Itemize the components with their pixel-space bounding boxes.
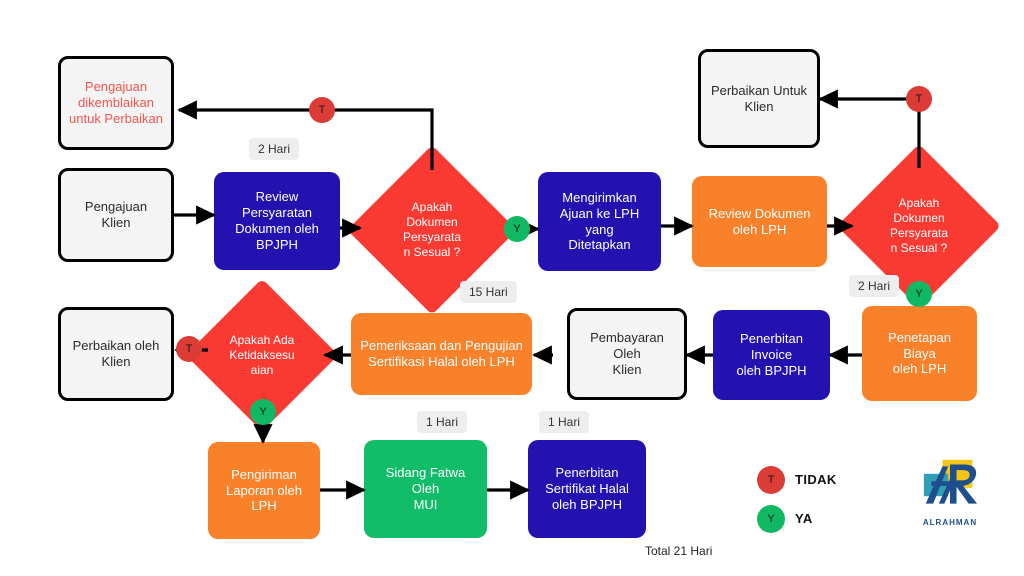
node-label: Penerbitan Invoice oleh BPJPH (736, 331, 807, 378)
node-label: Review Dokumen oleh LPH (708, 205, 811, 237)
node-mengirimkan-ajuan-ke-lph[interactable]: Mengirimkan Ajuan ke LPH yang Ditetapkan (538, 172, 661, 271)
edge-diamond1-no-to-dikembalikan (177, 100, 434, 170)
badge-tidak-2[interactable]: T (906, 86, 932, 112)
node-review-dokumen-oleh-lph[interactable]: Review Dokumen oleh LPH (692, 176, 827, 267)
node-label: Penetapan Biaya oleh LPH (888, 329, 951, 377)
decision-label: Apakah Dokumen Persyarata n Sesual ? (889, 196, 949, 255)
node-label: Mengirimkan Ajuan ke LPH yang Ditetapkan (559, 189, 640, 253)
node-review-persyaratan-dokumen-bpjph[interactable]: Review Persyaratan Dokumen oleh BPJPH (214, 172, 340, 270)
badge-ya-1[interactable]: Y (504, 216, 530, 242)
badge-label: Y (513, 223, 521, 235)
day-label-text: 1 Hari (548, 415, 581, 429)
legend-label-ya: YA (795, 511, 813, 526)
day-label-text: 1 Hari (426, 415, 459, 429)
legend-label-tidak: TIDAK (795, 472, 837, 487)
node-label: Perbaikan oleh Klien (72, 338, 160, 369)
node-label: Pengiriman Laporan oleh LPH (226, 466, 302, 514)
legend-text: TIDAK (795, 472, 837, 487)
decision-dokumen-persyaratan-sesuai-2[interactable]: Apakah Dokumen Persyarata n Sesual ? (836, 143, 1002, 309)
node-perbaikan-oleh-klien[interactable]: Perbaikan oleh Klien (58, 307, 174, 401)
legend-badge-tidak: T (757, 466, 785, 494)
badge-label: T (318, 104, 326, 116)
node-penerbitan-invoice-bpjph[interactable]: Penerbitan Invoice oleh BPJPH (713, 310, 830, 400)
badge-ya-3[interactable]: Y (250, 399, 276, 425)
node-label: Sidang Fatwa Oleh MUI (385, 465, 466, 512)
alrahman-logo-mark (923, 459, 978, 504)
total-days-text: Total 21 Hari (645, 544, 713, 558)
node-penerbitan-sertifikat-halal-bpjph[interactable]: Penerbitan Sertifikat Halal oleh BPJPH (528, 440, 646, 538)
node-pemeriksaan-pengujian-sertifikasi[interactable]: Pemeriksaan dan Pengujian Sertifikasi Ha… (351, 313, 532, 395)
day-label-2-hari-2: 2 Hari (849, 275, 900, 297)
badge-tidak-3[interactable]: T (176, 336, 202, 362)
day-label-1-hari-2: 1 Hari (539, 411, 590, 433)
node-label: Review Persyaratan Dokumen oleh BPJPH (235, 189, 319, 252)
node-label: Pengajuan Klien (84, 199, 148, 230)
decision-dokumen-persyaratan-sesuai-1[interactable]: Apakah Dokumen Persyarata n Sesual ? (347, 145, 517, 315)
badge-label: Y (915, 288, 923, 300)
alrahman-logo: ALRAHMAN (908, 457, 992, 527)
badge-tidak-1[interactable]: T (309, 97, 335, 123)
node-label: Perbaikan Untuk Klien (710, 82, 808, 114)
node-penetapan-biaya-oleh-lph[interactable]: Penetapan Biaya oleh LPH (862, 306, 977, 401)
node-label: Pembayaran Oleh Klien (590, 330, 664, 377)
legend-text: YA (795, 511, 813, 526)
day-label-2-hari-1: 2 Hari (249, 138, 300, 160)
day-label-text: 15 Hari (469, 285, 508, 299)
day-label-15-hari: 15 Hari (460, 281, 517, 303)
badge-label: Y (259, 406, 267, 418)
node-pengajuan-dikembalikan[interactable]: Pengajuan dikemblaikan untuk Perbaikan (58, 56, 174, 150)
legend-badge-label: Y (767, 513, 775, 525)
badge-label: T (185, 343, 193, 355)
badge-ya-2[interactable]: Y (906, 281, 932, 307)
node-label: Penerbitan Sertifikat Halal oleh BPJPH (545, 465, 629, 512)
legend-badge-ya: Y (757, 505, 785, 533)
node-label: Pemeriksaan dan Pengujian Sertifikasi Ha… (360, 338, 523, 369)
node-pengiriman-laporan-oleh-lph[interactable]: Pengiriman Laporan oleh LPH (208, 442, 320, 539)
decision-label: Apakah Dokumen Persyarata n Sesual ? (402, 200, 462, 259)
legend-badge-label: T (767, 474, 775, 486)
day-label-text: 2 Hari (258, 142, 291, 156)
day-label-text: 2 Hari (858, 279, 891, 293)
day-label-1-hari-1: 1 Hari (417, 411, 468, 433)
alrahman-logo-text: ALRAHMAN (922, 518, 978, 527)
decision-apakah-ada-ketidaksesuaian[interactable]: Apakah Ada Ketidaksesu aian (185, 278, 339, 432)
node-pengajuan-klien[interactable]: Pengajuan Klien (58, 168, 174, 262)
node-perbaikan-untuk-klien[interactable]: Perbaikan Untuk Klien (698, 49, 820, 148)
total-days-label: Total 21 Hari (645, 544, 712, 558)
node-pembayaran-oleh-klien[interactable]: Pembayaran Oleh Klien (567, 308, 687, 400)
node-label: Pengajuan dikemblaikan untuk Perbaikan (69, 79, 163, 126)
badge-label: T (915, 93, 923, 105)
node-sidang-fatwa-oleh-mui[interactable]: Sidang Fatwa Oleh MUI (364, 440, 487, 538)
decision-label: Apakah Ada Ketidaksesu aian (229, 332, 295, 377)
